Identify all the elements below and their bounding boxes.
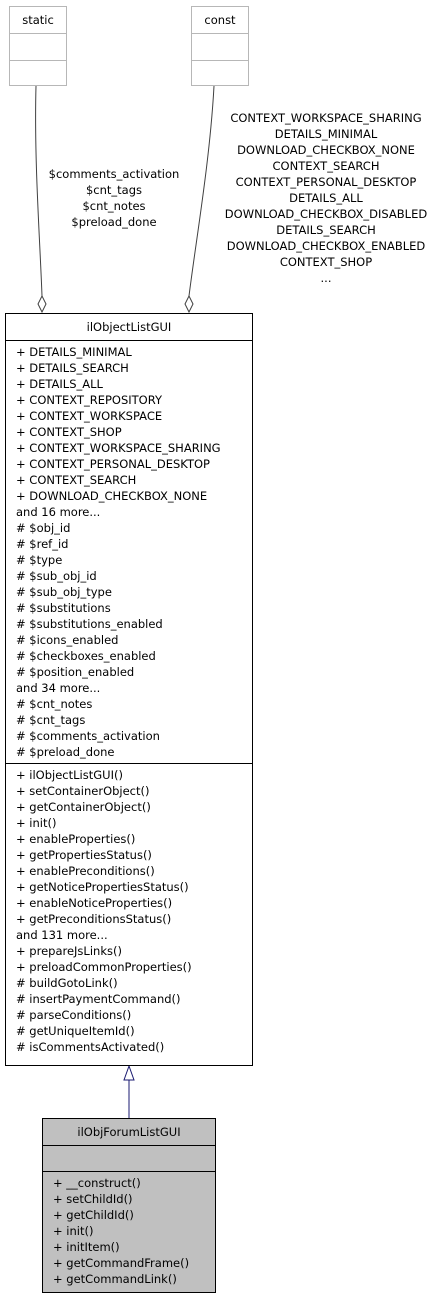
method-item: + getNoticePropertiesStatus(): [16, 880, 189, 894]
method-item: + prepareJsLinks(): [16, 944, 122, 958]
edge-label-line: CONTEXT_PERSONAL_DESKTOP: [235, 175, 417, 189]
attribute-item: # $comments_activation: [16, 729, 160, 743]
method-item: + getPreconditionsStatus(): [16, 912, 172, 926]
method-item: + setChildId(): [53, 1192, 133, 1206]
edge-label-line: ...: [320, 271, 332, 285]
edge-label-line: DOWNLOAD_CHECKBOX_DISABLED: [224, 207, 428, 221]
static-edge-label: $comments_activation $cnt_tags $cnt_note…: [34, 166, 194, 230]
const-association-line: [188, 85, 215, 297]
method-item: + preloadCommonProperties(): [16, 960, 192, 974]
edge-label-line: DETAILS_MINIMAL: [274, 127, 378, 141]
attribute-item: # $preload_done: [16, 745, 115, 759]
method-item: # parseConditions(): [16, 1008, 132, 1022]
attribute-item: # $position_enabled: [16, 665, 135, 679]
child-class-title: ilObjForumListGUI: [77, 1125, 181, 1139]
attribute-item: # $type: [16, 553, 63, 567]
attribute-item: + CONTEXT_PERSONAL_DESKTOP: [16, 457, 210, 471]
attribute-item: + DETAILS_MINIMAL: [16, 345, 132, 359]
method-item: + getCommandLink(): [53, 1272, 177, 1286]
attribute-item: + DETAILS_ALL: [16, 377, 103, 391]
inheritance-arrowhead: [123, 1064, 135, 1081]
attribute-item: + CONTEXT_WORKSPACE: [16, 409, 163, 423]
method-item: + getCommandFrame(): [53, 1256, 190, 1270]
method-item: + initItem(): [53, 1240, 120, 1254]
method-item: + init(): [16, 816, 57, 830]
method-item: # isCommentsActivated(): [16, 1040, 165, 1054]
attribute-item: + CONTEXT_WORKSPACE_SHARING: [16, 441, 221, 455]
parent-class-attributes: + DETAILS_MINIMAL + DETAILS_SEARCH + DET…: [6, 340, 252, 763]
static-aggregation-diamond: [37, 294, 47, 314]
method-item: + getChildId(): [53, 1208, 134, 1222]
method-item: + getPropertiesStatus(): [16, 848, 152, 862]
attribute-item: + DETAILS_SEARCH: [16, 361, 129, 375]
const-box-title: const: [204, 13, 236, 27]
method-item: + ilObjectListGUI(): [16, 768, 123, 782]
attribute-item: # $substitutions: [16, 601, 111, 615]
parent-class-methods: + ilObjectListGUI() + setContainerObject…: [6, 763, 252, 1058]
attribute-item: # $substitutions_enabled: [16, 617, 163, 631]
const-class-box: const: [191, 6, 249, 86]
attribute-item: + CONTEXT_SEARCH: [16, 473, 137, 487]
edge-label-line: DOWNLOAD_CHECKBOX_NONE: [237, 143, 415, 157]
method-item: + getContainerObject(): [16, 800, 151, 814]
method-item: + enablePreconditions(): [16, 864, 155, 878]
method-item: # getUniqueItemId(): [16, 1024, 135, 1038]
attribute-item: + CONTEXT_REPOSITORY: [16, 393, 163, 407]
child-class-attributes: [43, 1145, 215, 1171]
edge-label-line: $cnt_notes: [82, 199, 146, 213]
edge-label-line: DETAILS_SEARCH: [276, 223, 376, 237]
parent-class-box: ilObjectListGUI + DETAILS_MINIMAL + DETA…: [5, 313, 253, 1066]
edge-label-line: CONTEXT_SEARCH: [272, 159, 380, 173]
method-item: and 131 more...: [16, 928, 108, 942]
static-box-attributes: [10, 33, 66, 60]
attribute-item: # $sub_obj_id: [16, 569, 97, 583]
method-item: + setContainerObject(): [16, 784, 150, 798]
attribute-item: # $cnt_tags: [16, 713, 86, 727]
edge-label-line: DETAILS_ALL: [289, 191, 363, 205]
edge-label-line: $comments_activation: [48, 167, 180, 181]
method-item: + __construct(): [53, 1176, 141, 1190]
child-class-box: ilObjForumListGUI + __construct() + setC…: [42, 1118, 216, 1293]
attribute-item: # $cnt_notes: [16, 697, 93, 711]
attribute-item: # $obj_id: [16, 521, 71, 535]
attribute-item: and 16 more...: [16, 505, 101, 519]
edge-label-line: CONTEXT_WORKSPACE_SHARING: [230, 111, 422, 125]
static-class-box: static: [9, 6, 67, 86]
attribute-item: # $ref_id: [16, 537, 69, 551]
method-item: + enableProperties(): [16, 832, 136, 846]
method-item: # buildGotoLink(): [16, 976, 118, 990]
const-box-methods: [192, 60, 248, 87]
static-box-methods: [10, 60, 66, 87]
attribute-item: and 34 more...: [16, 681, 101, 695]
attribute-item: # $checkboxes_enabled: [16, 649, 156, 663]
attribute-item: # $icons_enabled: [16, 633, 119, 647]
edge-label-line: DOWNLOAD_CHECKBOX_ENABLED: [226, 239, 426, 253]
edge-label-line: $cnt_tags: [85, 183, 143, 197]
const-box-attributes: [192, 33, 248, 60]
child-class-methods: + __construct() + setChildId() + getChil…: [43, 1171, 215, 1290]
static-association-line: [35, 85, 43, 297]
method-item: + init(): [53, 1224, 94, 1238]
const-edge-label: CONTEXT_WORKSPACE_SHARING DETAILS_MINIMA…: [206, 110, 444, 286]
attribute-item: + DOWNLOAD_CHECKBOX_NONE: [16, 489, 208, 503]
attribute-item: + CONTEXT_SHOP: [16, 425, 122, 439]
method-item: # insertPaymentCommand(): [16, 992, 181, 1006]
edge-label-line: CONTEXT_SHOP: [279, 255, 373, 269]
parent-class-title: ilObjectListGUI: [86, 320, 172, 334]
const-aggregation-diamond: [184, 294, 194, 314]
static-box-title: static: [22, 13, 54, 27]
edge-label-line: $preload_done: [71, 215, 157, 229]
attribute-item: # $sub_obj_type: [16, 585, 112, 599]
method-item: + enableNoticeProperties(): [16, 896, 173, 910]
